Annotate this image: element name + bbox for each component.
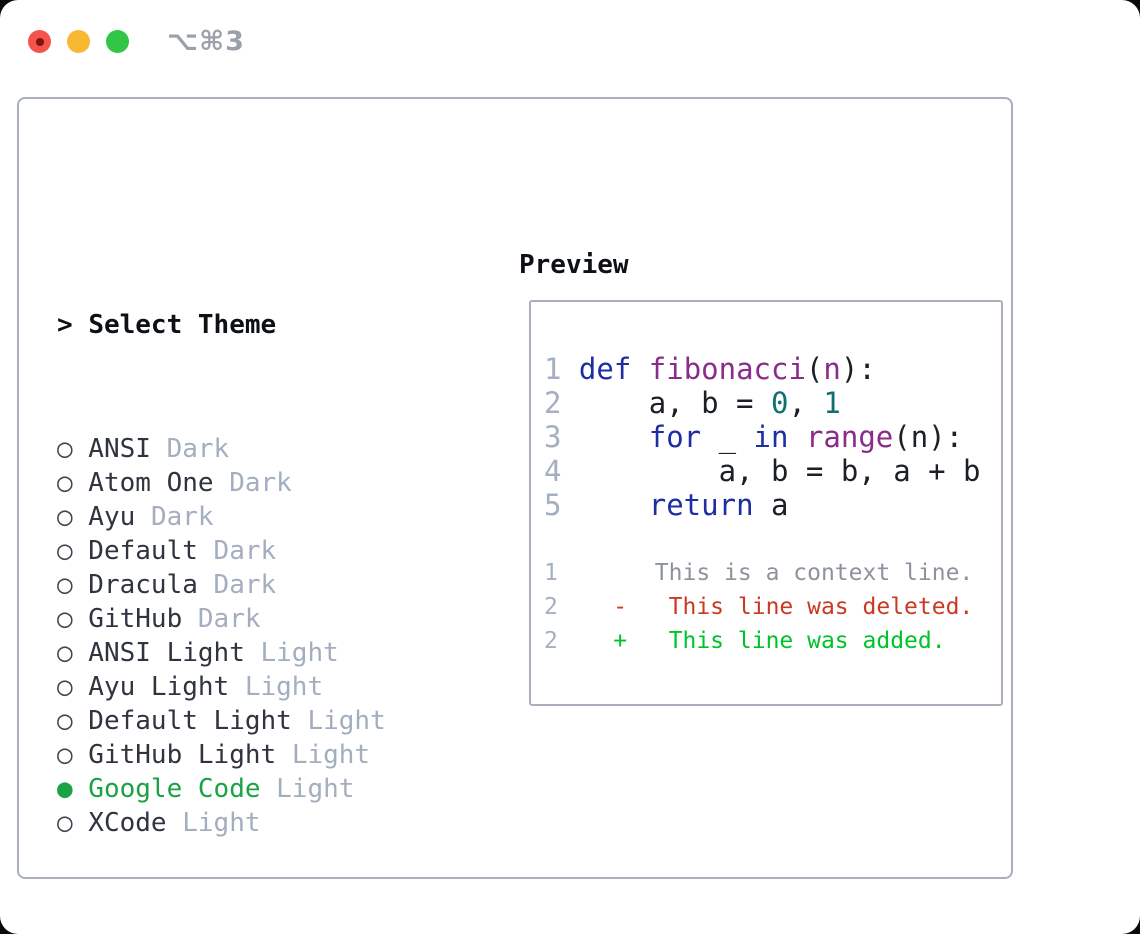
diff-added-line: 2 + This line was added.: [544, 628, 946, 654]
diff-context-line: 1 This is a context line.: [544, 560, 974, 586]
theme-option-default-light[interactable]: ○ Default Light Light: [57, 704, 527, 738]
theme-variant-label: Dark: [197, 604, 261, 634]
blank-line: [544, 522, 1001, 556]
theme-variant-label: Light: [291, 740, 371, 770]
theme-variant-label: Light: [260, 638, 339, 668]
theme-option-github-light[interactable]: ○ GitHub Light Light: [57, 738, 527, 772]
radio-unselected-icon: ○: [57, 604, 73, 634]
code-line: 4 a, b = b, a + b: [544, 454, 981, 488]
theme-variant-label: Light: [182, 808, 261, 838]
theme-name: GitHub Light: [72, 740, 292, 770]
cursor-indicator: >: [57, 310, 89, 340]
code-line: 3 for _ in range(n):: [544, 420, 964, 454]
theme-variant-label: Light: [276, 774, 355, 804]
theme-option-ayu[interactable]: ○ Ayu Dark: [57, 500, 527, 534]
code-line: 5 return a: [544, 488, 789, 522]
select-theme-title: Select Theme: [88, 310, 277, 340]
theme-picker-column: > Select Theme ○ ANSI Dark○ Atom One Dar…: [57, 248, 527, 934]
theme-variant-label: Dark: [150, 502, 214, 532]
theme-variant-label: Light: [307, 706, 386, 736]
theme-option-dracula[interactable]: ○ Dracula Dark: [57, 568, 527, 602]
select-theme-heading: > Select Theme: [57, 308, 527, 342]
theme-name: Atom One: [72, 468, 230, 498]
radio-unselected-icon: ○: [57, 706, 73, 736]
radio-unselected-icon: ○: [57, 570, 73, 600]
window-shortcut-label: ⌥⌘3: [167, 26, 245, 57]
theme-name: Default: [72, 536, 214, 566]
theme-option-ansi-light[interactable]: ○ ANSI Light Light: [57, 636, 527, 670]
code-line: 2 a, b = 0, 1: [544, 386, 841, 420]
theme-option-ayu-light[interactable]: ○ Ayu Light Light: [57, 670, 527, 704]
theme-name: Google Code: [72, 774, 277, 804]
theme-name: ANSI Light: [72, 638, 261, 668]
close-button-dot-icon: [35, 37, 44, 46]
maximize-button[interactable]: [106, 30, 129, 53]
close-button[interactable]: [28, 30, 51, 53]
theme-option-atom-one[interactable]: ○ Atom One Dark: [57, 466, 527, 500]
theme-variant-label: Light: [244, 672, 324, 702]
theme-name: Dracula: [72, 570, 214, 600]
radio-unselected-icon: ○: [57, 740, 73, 770]
radio-unselected-icon: ○: [57, 672, 73, 702]
theme-name: Ayu Light: [72, 672, 245, 702]
radio-unselected-icon: ○: [57, 468, 73, 498]
theme-option-default[interactable]: ○ Default Dark: [57, 534, 527, 568]
theme-name: ANSI: [72, 434, 167, 464]
theme-name: GitHub: [72, 604, 198, 634]
theme-option-ansi[interactable]: ○ ANSI Dark: [57, 432, 527, 466]
minimize-button[interactable]: [67, 30, 90, 53]
theme-option-xcode[interactable]: ○ XCode Light: [57, 806, 527, 840]
main-panel: > Select Theme ○ ANSI Dark○ Atom One Dar…: [17, 97, 1013, 879]
theme-option-google-code[interactable]: ● Google Code Light: [57, 772, 527, 806]
theme-variant-label: Dark: [229, 468, 292, 498]
theme-list: ○ ANSI Dark○ Atom One Dark○ Ayu Dark○ De…: [57, 432, 527, 840]
theme-variant-label: Dark: [166, 434, 230, 464]
theme-variant-label: Dark: [213, 570, 277, 600]
titlebar: ⌥⌘3: [28, 26, 245, 57]
radio-unselected-icon: ○: [57, 536, 73, 566]
theme-variant-label: Dark: [213, 536, 277, 566]
radio-unselected-icon: ○: [57, 808, 73, 838]
diff-deleted-line: 2 - This line was deleted.: [544, 594, 974, 620]
radio-unselected-icon: ○: [57, 638, 73, 668]
radio-unselected-icon: ○: [57, 502, 73, 532]
code-line: 1 def fibonacci(n):: [544, 352, 876, 386]
preview-heading: Preview: [519, 250, 629, 280]
radio-unselected-icon: ○: [57, 434, 73, 464]
theme-option-github[interactable]: ○ GitHub Dark: [57, 602, 527, 636]
theme-name: Default Light: [72, 706, 308, 736]
radio-selected-icon: ●: [57, 774, 73, 804]
theme-name: Ayu: [72, 502, 151, 532]
theme-name: XCode: [72, 808, 183, 838]
